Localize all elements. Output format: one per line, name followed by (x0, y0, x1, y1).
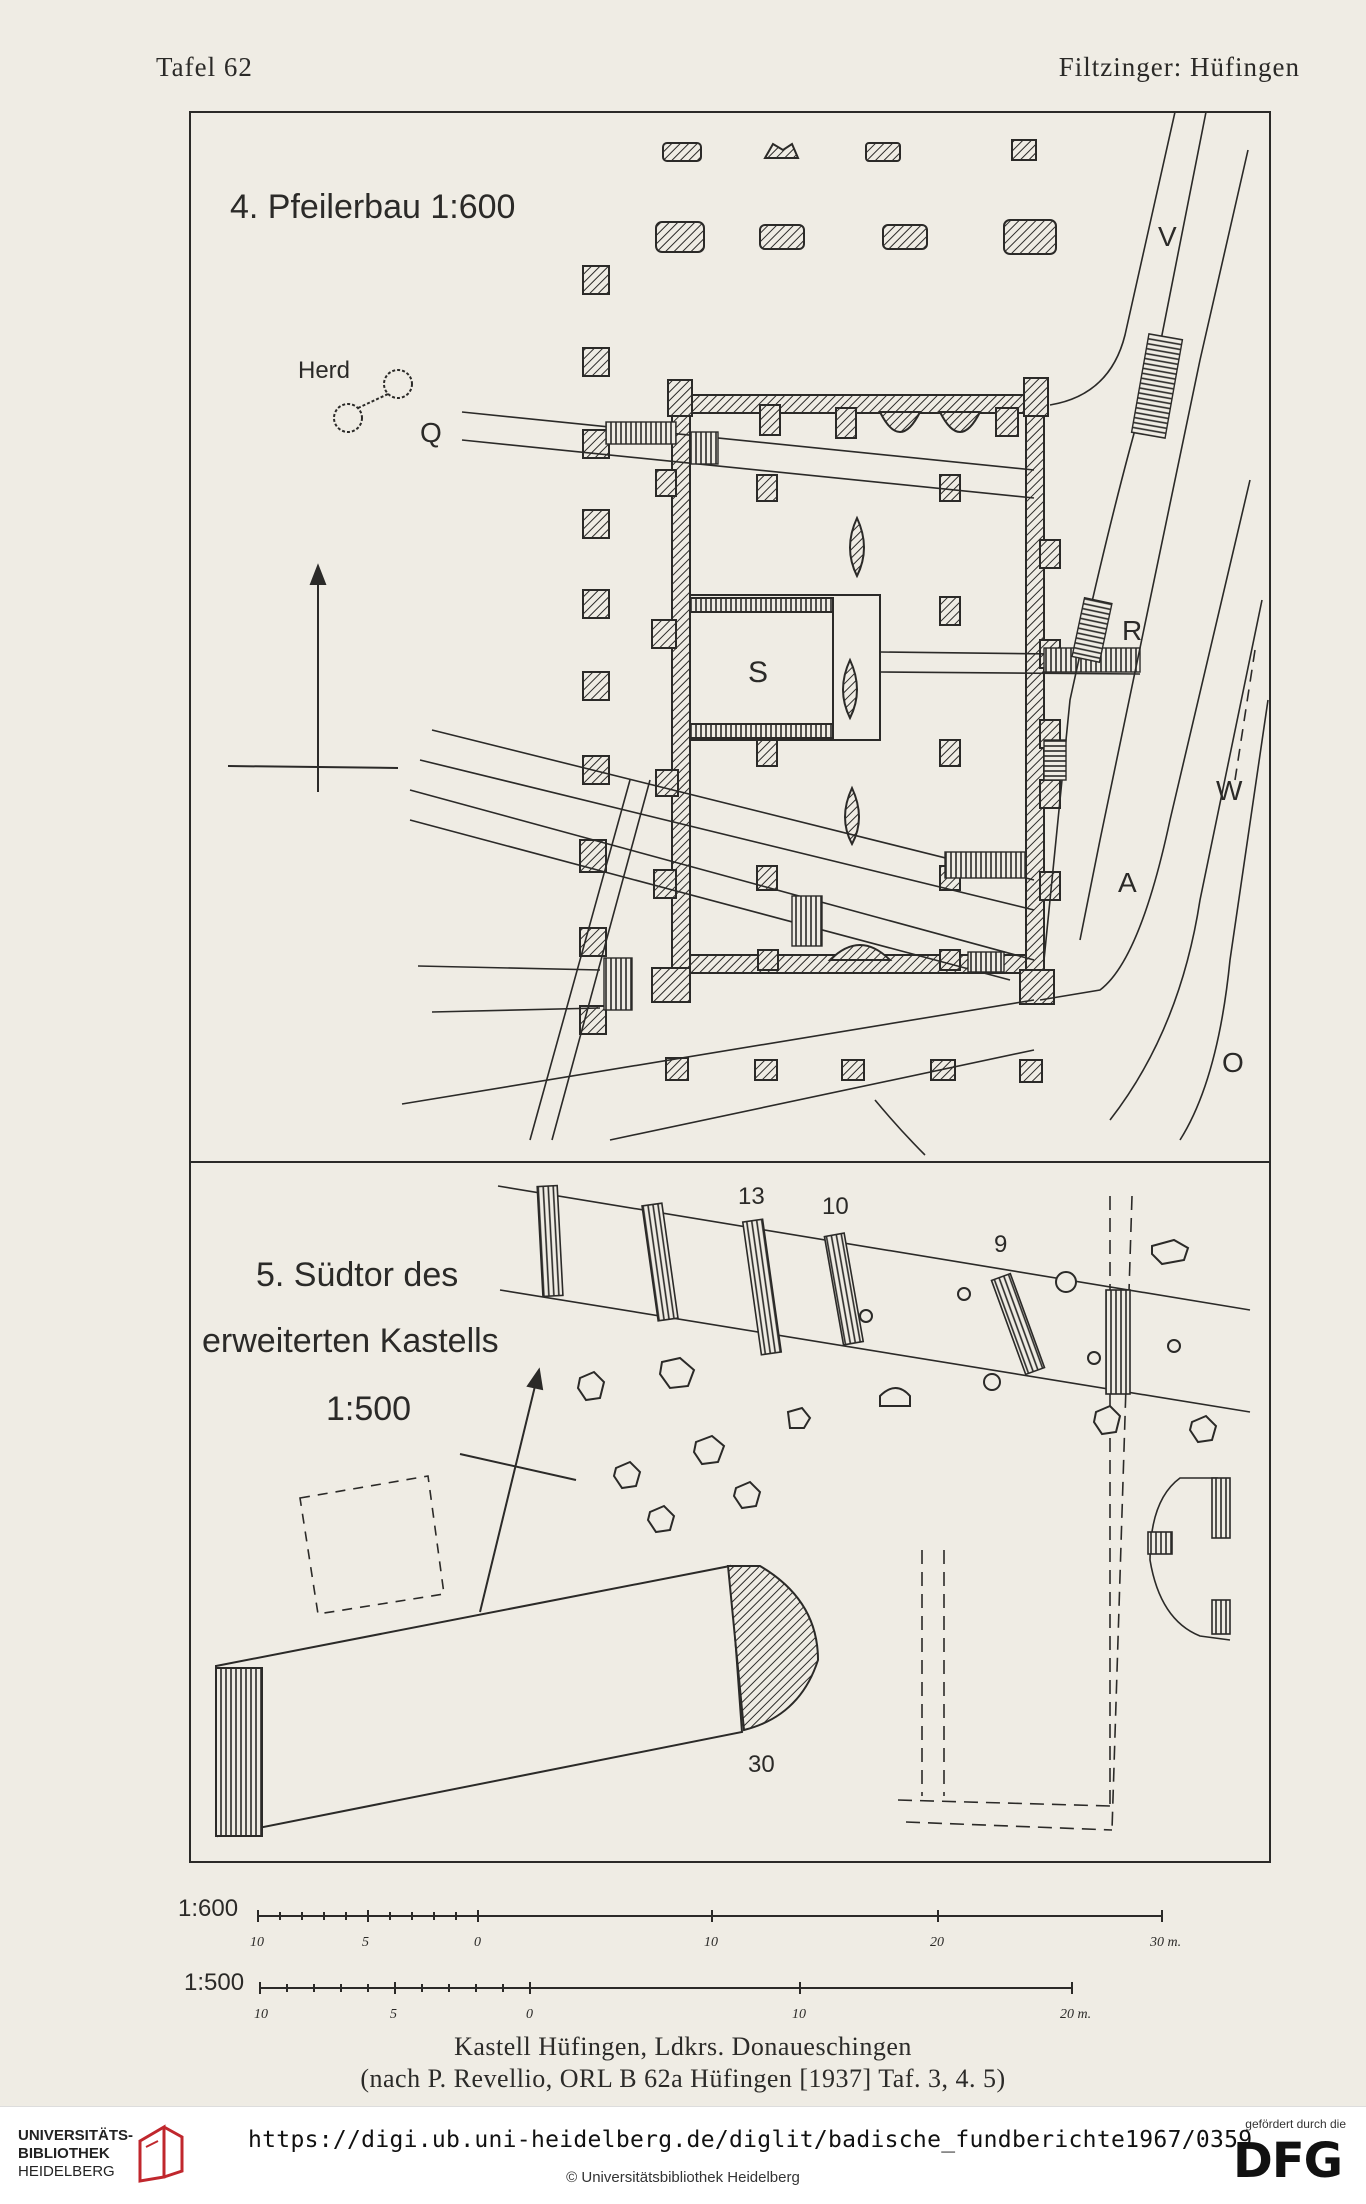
scale-500-ticks: 10 5 0 10 20 m. (254, 2007, 1091, 2022)
library-logo-icon (138, 2124, 184, 2183)
label-v: V (1158, 221, 1177, 252)
scale-600-ticks: 10 5 0 10 20 30 m. (250, 1935, 1181, 1950)
frame-top (189, 111, 1271, 1163)
dfg-logo: DFG (1232, 2133, 1343, 2189)
diagonal-ditch (529, 779, 651, 1141)
tick: 5 (390, 2007, 397, 2022)
label-s: S (748, 656, 768, 689)
label-r: R (1122, 615, 1142, 646)
scale-500-label: 1:500 (184, 1969, 244, 1996)
label-10: 10 (822, 1193, 849, 1220)
library-line2: BIBLIOTHEK (18, 2145, 110, 2162)
building-walls (651, 377, 1061, 1005)
inner-room (689, 594, 881, 741)
gate-lines (299, 1185, 1251, 1831)
fig5-title-line2: erweiterten Kastells (202, 1322, 499, 1360)
tick: 0 (526, 2007, 533, 2022)
page-header-right: Filtzinger: Hüfingen (1058, 52, 1300, 82)
fig5-title: 5. Südtor des erweiterten Kastells 1:500 (202, 1256, 499, 1428)
library-logo-text: UNIVERSITÄTS- BIBLIOTHEK HEIDELBERG (18, 2127, 133, 2181)
frame-bottom (189, 1161, 1271, 1863)
tick: 20 (930, 1935, 944, 1950)
interior-pillars (756, 474, 961, 891)
label-13: 13 (738, 1183, 765, 1210)
tick: 10 (792, 2007, 806, 2022)
label-a: A (1118, 867, 1137, 898)
tick: 5 (362, 1935, 369, 1950)
label-w: W (1216, 775, 1243, 806)
north-arrow-top (227, 563, 399, 792)
road-lines (874, 111, 1269, 1156)
scale-bar-600 (257, 1910, 1163, 1922)
scale-600-label: 1:600 (178, 1895, 238, 1922)
tick: 10 (250, 1935, 264, 1950)
caption-line1: Kastell Hüfingen, Ldkrs. Donaueschingen (454, 2032, 912, 2061)
caption-line2: (nach P. Revellio, ORL B 62a Hüfingen [1… (360, 2064, 1006, 2093)
funding-note: gefördert durch die (1245, 2117, 1346, 2131)
copyright-text: © Universitätsbibliothek Heidelberg (566, 2169, 800, 2186)
tick: 0 (474, 1935, 481, 1950)
footer-bar: UNIVERSITÄTS- BIBLIOTHEK HEIDELBERG http… (0, 2106, 1366, 2204)
gate-numbers: 13 10 9 30 (738, 1183, 1007, 1778)
library-line1: UNIVERSITÄTS- (18, 2127, 134, 2144)
tick: 20 m. (1060, 2007, 1091, 2022)
fig5-title-line1: 5. Südtor des (256, 1256, 458, 1294)
plan-frames (189, 111, 1271, 1863)
drain-lines (401, 411, 1141, 1141)
scale-bar-500 (259, 1982, 1073, 1994)
gate-posts (536, 1184, 1231, 1635)
label-9: 9 (994, 1231, 1007, 1258)
tick: 30 m. (1149, 1935, 1181, 1950)
label-herd: Herd (298, 357, 350, 384)
post-holes (576, 1238, 1218, 1534)
road-fills (1043, 332, 1184, 781)
document-url-link[interactable]: https://digi.ub.uni-heidelberg.de/diglit… (248, 2127, 1253, 2153)
library-line3: HEIDELBERG (18, 2163, 115, 2180)
page-header-left: Tafel 62 (156, 52, 253, 82)
plan-plate: 4. Pfeilerbau 1:600 Herd Q (178, 111, 1271, 2022)
fig4-title: 4. Pfeilerbau 1:600 (230, 188, 515, 226)
north-arrow-bottom (459, 1367, 577, 1613)
herd-hearth (333, 369, 413, 433)
tick: 10 (254, 2007, 268, 2022)
label-30: 30 (748, 1751, 775, 1778)
label-o: O (1222, 1047, 1244, 1078)
tick: 10 (704, 1935, 718, 1950)
label-q: Q (420, 417, 442, 448)
building-30 (214, 1564, 820, 1838)
fig5-title-line3: 1:500 (326, 1390, 411, 1428)
